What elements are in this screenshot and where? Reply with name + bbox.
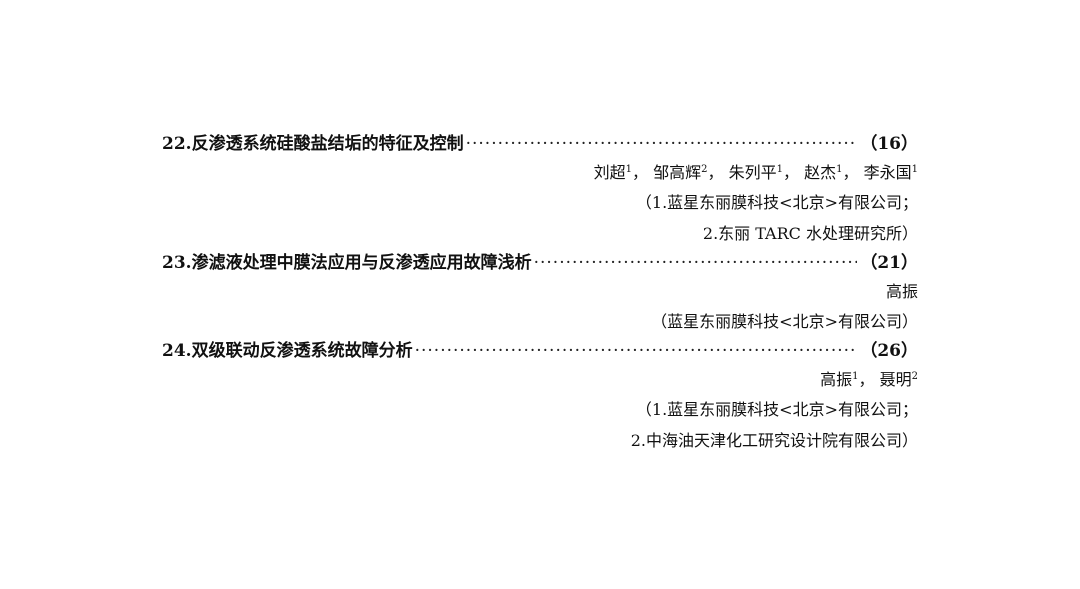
author-affiliation-mark: 2 <box>701 164 708 175</box>
author-line: 高振 <box>162 277 918 306</box>
affiliation-line: （蓝星东丽膜科技<北京>有限公司） <box>651 312 918 331</box>
dot-leader: ········································… <box>414 341 858 361</box>
author-separator: ， <box>842 163 859 182</box>
author-line: 刘超1， 邹高辉2， 朱列平1， 赵杰1， 李永国1 <box>162 158 918 187</box>
author-line: 高振1， 聂明2 <box>162 365 918 394</box>
page-number: （16） <box>860 134 918 154</box>
dot-leader: ········································… <box>533 253 858 273</box>
dot-leader: ········································… <box>465 134 858 154</box>
affiliation-line: （1.蓝星东丽膜科技<北京>有限公司； <box>635 400 918 419</box>
affiliation-line: 2.东丽 TARC 水处理研究所） <box>702 224 918 243</box>
author-separator: ， <box>707 163 724 182</box>
author-name: 邹高辉 <box>653 163 702 182</box>
page-number: （26） <box>860 341 918 361</box>
author-affiliation-mark: 1 <box>776 164 783 175</box>
author-separator: ， <box>858 370 875 389</box>
author-name: 高振 <box>885 282 918 301</box>
toc-entry-23: 23.渗滤液处理中膜法应用与反渗透应用故障浅析 ················… <box>162 249 918 337</box>
entry-title: 23.渗滤液处理中膜法应用与反渗透应用故障浅析 <box>162 253 532 273</box>
author-name: 朱列平 <box>728 163 777 182</box>
author-affiliation-mark: 1 <box>625 164 632 175</box>
author-affiliation-mark: 1 <box>852 371 859 382</box>
author-name: 聂明 <box>879 370 912 389</box>
affiliation-line: （1.蓝星东丽膜科技<北京>有限公司； <box>635 193 918 212</box>
author-name: 赵杰 <box>804 163 837 182</box>
author-name: 刘超 <box>593 163 626 182</box>
toc-entry-22: 22.反渗透系统硅酸盐结垢的特征及控制 ····················… <box>162 130 918 249</box>
entry-title: 22.反渗透系统硅酸盐结垢的特征及控制 <box>162 134 464 154</box>
author-name: 高振 <box>820 370 853 389</box>
author-name: 李永国 <box>863 163 912 182</box>
entry-title-line[interactable]: 23.渗滤液处理中膜法应用与反渗透应用故障浅析 ················… <box>162 249 918 277</box>
author-affiliation-mark: 1 <box>836 164 843 175</box>
entry-title-line[interactable]: 22.反渗透系统硅酸盐结垢的特征及控制 ····················… <box>162 130 918 158</box>
toc-entry-24: 24.双级联动反渗透系统故障分析 ·······················… <box>162 337 918 456</box>
page-number: （21） <box>860 253 918 273</box>
author-separator: ， <box>783 163 800 182</box>
affiliation-line: 2.中海油天津化工研究设计院有限公司） <box>630 431 918 450</box>
entry-title: 24.双级联动反渗透系统故障分析 <box>162 341 413 361</box>
table-of-contents: 22.反渗透系统硅酸盐结垢的特征及控制 ····················… <box>162 130 918 456</box>
author-affiliation-mark: 2 <box>911 371 918 382</box>
author-separator: ， <box>632 163 649 182</box>
entry-title-line[interactable]: 24.双级联动反渗透系统故障分析 ·······················… <box>162 337 918 365</box>
author-affiliation-mark: 1 <box>911 164 918 175</box>
